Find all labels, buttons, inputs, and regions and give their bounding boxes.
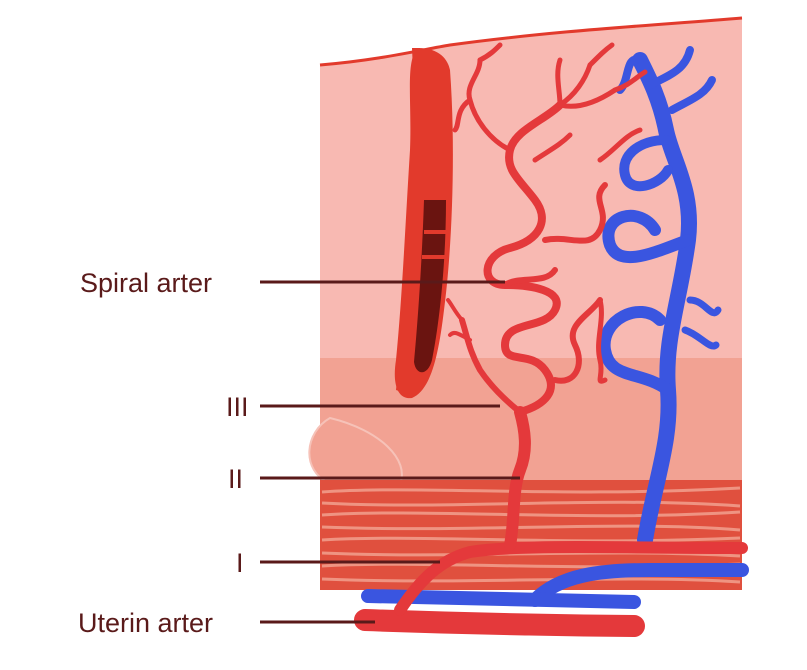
vein-branch [681, 326, 720, 350]
vein-branch [602, 209, 694, 264]
uterine-gland [394, 48, 453, 399]
layer-top-edge [319, 16, 743, 67]
spiral-arteriole [557, 62, 618, 109]
uterine-artery [354, 609, 645, 637]
gland-lumen [414, 200, 446, 373]
label-level-1: I [236, 548, 244, 578]
spiral-arteriole [532, 127, 643, 163]
vein-branch [686, 296, 722, 317]
radial-artery [504, 406, 531, 551]
vein-branch [598, 305, 674, 396]
gland-segment-mark [422, 255, 446, 259]
spiral-arteriole [452, 97, 473, 133]
vein-branch [668, 76, 716, 114]
label-level-3: III [226, 392, 249, 422]
artery-network [354, 42, 748, 637]
arcuate-artery [394, 541, 748, 616]
vein-branch [619, 135, 673, 192]
vein-branch [646, 46, 694, 89]
main-vein [632, 52, 697, 548]
spiral-arteriole [477, 42, 503, 63]
label-uterine-artery: Uterin arter [78, 608, 213, 638]
basal-artery-twig [446, 298, 472, 342]
basal-artery [459, 317, 523, 415]
spiral-arteriole [596, 297, 608, 384]
basal-vein [528, 563, 749, 607]
spiral-artery-branch [542, 182, 608, 244]
spiral-arteriole [555, 57, 563, 108]
label-spiral-artery: Spiral arter [80, 268, 212, 298]
basal-endometrium-layer [320, 358, 742, 482]
gland-segment-mark [424, 230, 446, 234]
spiral-arteriole [587, 42, 648, 93]
spiral-artery-branch [552, 297, 603, 384]
labels: Spiral arter III II I Uterin arter [78, 268, 249, 638]
spiral-artery-branch [502, 267, 558, 288]
label-level-2: II [228, 464, 243, 494]
leader-lines [260, 280, 520, 624]
